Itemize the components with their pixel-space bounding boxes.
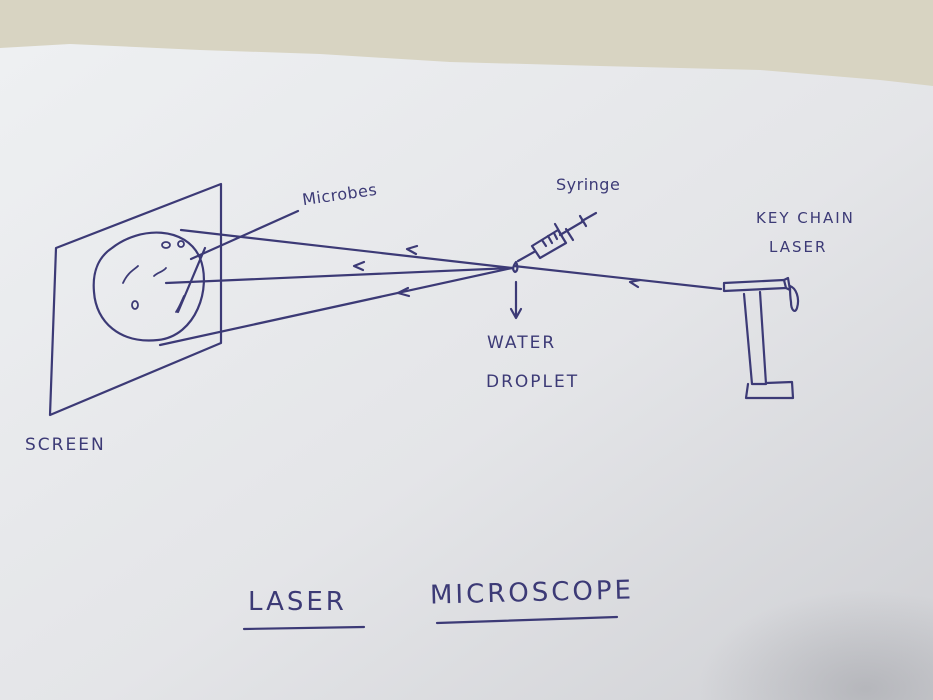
- microbes-pointer-line-2: [176, 246, 207, 314]
- syringe-drawing: [516, 211, 598, 263]
- laser-beam: [512, 264, 723, 291]
- microbes-pointer-line: [189, 209, 300, 261]
- droplet-arrow: [509, 280, 523, 320]
- label-droplet: DROPLET: [486, 372, 580, 392]
- laser-stand-drawing: [722, 276, 800, 400]
- label-syringe: Syringe: [556, 175, 621, 194]
- water-droplet: [512, 260, 519, 274]
- paper-shadow: [560, 480, 933, 700]
- label-key-chain: KEY CHAIN: [756, 209, 855, 227]
- title-underline-microscope: [435, 615, 619, 625]
- title-underline-laser: [242, 625, 366, 631]
- ray-arrow-bottom: [396, 286, 411, 298]
- ray-arrow-middle: [352, 260, 366, 272]
- ray-top: [179, 228, 514, 270]
- projection-circle: [92, 231, 205, 342]
- ray-arrow-top: [405, 244, 419, 256]
- screen-panel: [48, 182, 223, 417]
- title-word-laser: LASER: [248, 587, 347, 617]
- title-word-microscope: MICROSCOPE: [429, 575, 635, 611]
- label-water: WATER: [487, 333, 557, 353]
- laser-beam-arrow: [628, 278, 642, 289]
- label-laser-device: LASER: [769, 238, 828, 256]
- ray-bottom: [158, 266, 514, 347]
- ray-middle: [164, 266, 514, 285]
- label-screen: SCREEN: [25, 435, 106, 455]
